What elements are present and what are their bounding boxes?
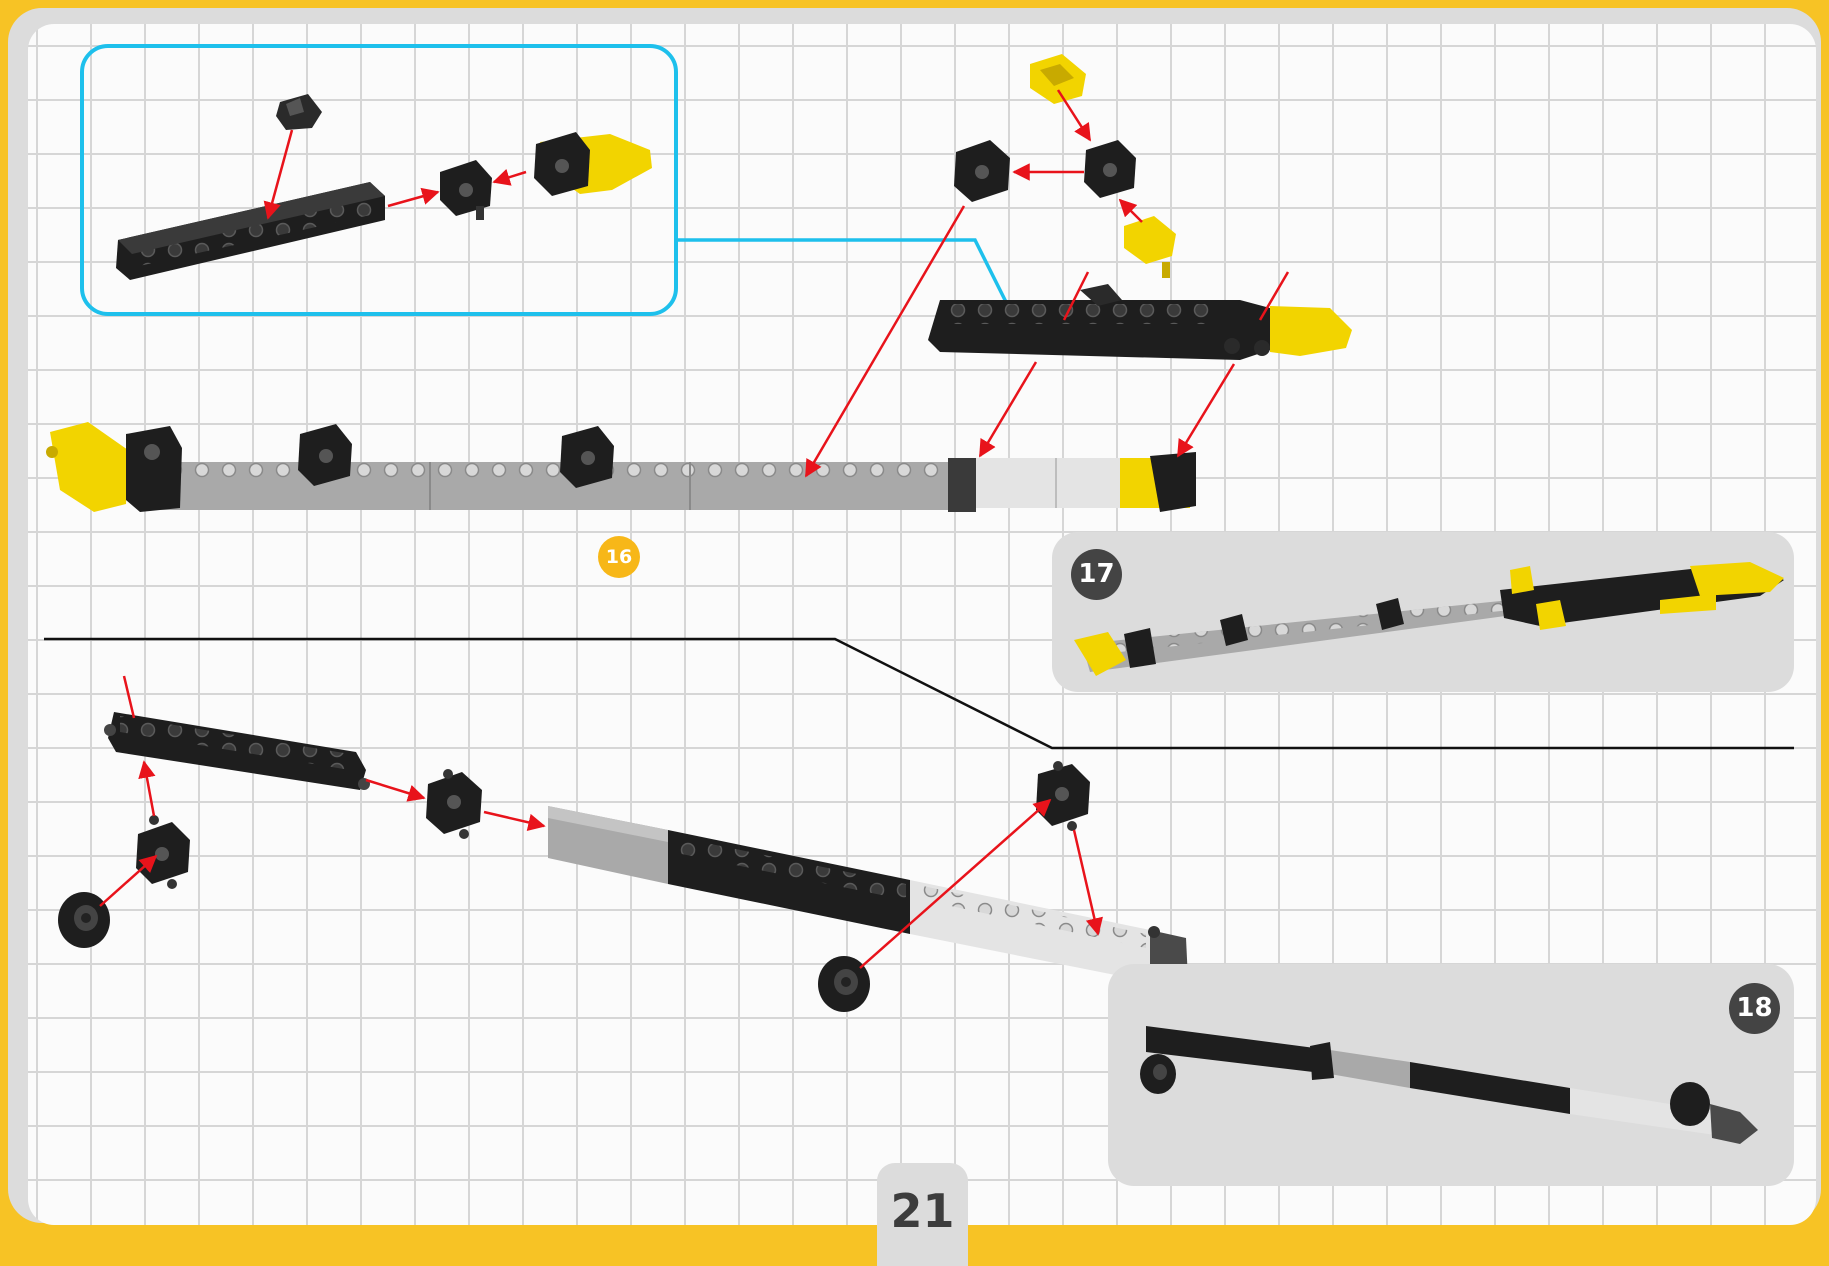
- page-number: 21: [877, 1163, 968, 1266]
- step18-panel: [1108, 964, 1794, 1186]
- bottom-long-beam: [548, 806, 1188, 995]
- bottom-connector-b: [426, 769, 482, 839]
- step-number-18: 18: [1729, 983, 1780, 1034]
- step17-panel: [1052, 532, 1794, 692]
- callout-connector: [440, 160, 492, 220]
- bottom-wheel-left: [58, 892, 110, 948]
- beam-connector-1: [298, 424, 352, 486]
- callout-clip: [276, 94, 322, 130]
- beam-connector-2: [560, 426, 614, 488]
- bottom-short-beam: [104, 712, 370, 790]
- bottom-wheel-right: [818, 956, 870, 1012]
- step-number-16: 16: [598, 536, 640, 578]
- long-beam: [160, 452, 1196, 512]
- black-connector-right: [1084, 140, 1136, 198]
- step-number-17: 17: [1071, 549, 1122, 600]
- top-beam-assembly: [928, 284, 1352, 360]
- callout-beam: [116, 182, 385, 280]
- black-connector-left: [954, 140, 1010, 202]
- section-divider: [44, 637, 1794, 750]
- bottom-connector-a: [136, 815, 190, 889]
- beam-yellow-left-end: [46, 422, 182, 512]
- bottom-connector-c: [1036, 761, 1090, 831]
- callout-yellow-end: [534, 132, 652, 196]
- yellow-connector-small: [1124, 216, 1176, 278]
- yellow-connector-top: [1030, 54, 1086, 104]
